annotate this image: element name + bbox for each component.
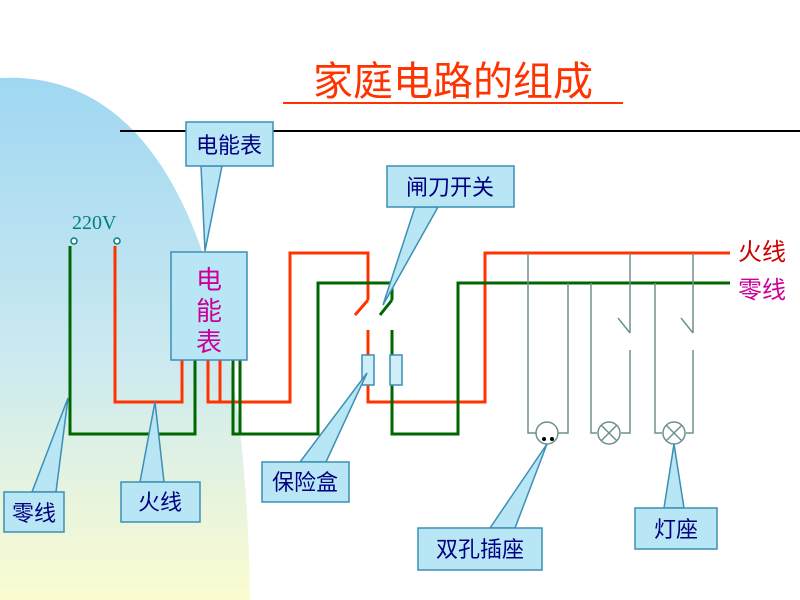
socket-callout-box <box>417 527 543 571</box>
socket-callout-label: 双孔插座 <box>436 538 524 563</box>
live-callout-label: 火线 <box>138 491 182 516</box>
socket-callout-pointer <box>488 443 548 529</box>
live-wire-end-label: 火线 <box>738 238 786 266</box>
live-input-wire <box>113 246 184 404</box>
switch-callout-pointer <box>382 206 440 306</box>
meter-callout-pointer <box>200 165 223 252</box>
socket-hole-left <box>542 437 546 441</box>
fuse-callout-pointer <box>298 372 368 463</box>
live-terminal <box>113 237 121 245</box>
lamp1-branch-neutral <box>590 283 597 434</box>
page-title: 家庭电路的组成 <box>313 59 593 105</box>
meter-box-char-1: 电 <box>196 266 222 296</box>
socket-hole-right <box>550 437 554 441</box>
meter-box-char-2: 能 <box>196 297 222 327</box>
supply-voltage-label: 220V <box>72 212 117 234</box>
neutral-wire-end-label: 零线 <box>738 276 786 304</box>
socket-branch-live <box>527 253 537 434</box>
switch-callout-label: 闸刀开关 <box>406 176 494 201</box>
socket-branch-neutral <box>557 283 569 434</box>
neutral-blade <box>378 299 394 316</box>
switch-callout-box <box>386 165 515 208</box>
live-callout-box <box>120 481 201 523</box>
lamp-callout-box <box>634 507 718 550</box>
live-meter-to-switch-wire <box>206 251 370 404</box>
meter-callout-label: 电能表 <box>196 134 262 159</box>
live-blade <box>353 299 370 316</box>
live-main-wire <box>366 251 730 404</box>
energy-meter-box <box>170 251 248 361</box>
neutral-main-wire <box>390 281 730 436</box>
lamp1-cross <box>600 424 618 442</box>
neutral-callout-label: 零线 <box>12 502 56 527</box>
socket-outlet <box>535 421 559 445</box>
lamp2-branch-neutral <box>654 283 662 434</box>
neutral-input-wire <box>68 246 197 436</box>
fuse-callout-label: 保险盒 <box>272 471 338 496</box>
neutral-terminal <box>70 237 78 245</box>
lamp2-branch-switch <box>680 253 694 434</box>
meter-callout-box <box>185 121 274 167</box>
lamp2-cross <box>665 424 683 442</box>
lamp-callout-pointer <box>663 443 685 509</box>
lamp1-branch-switch <box>617 253 631 434</box>
neutral-callout-box <box>3 491 65 533</box>
fuse-callout-box <box>261 461 350 503</box>
background-glow <box>0 77 250 600</box>
lamp-callout-label: 灯座 <box>654 518 698 543</box>
fuse-right <box>389 354 403 386</box>
meter-box-char-3: 表 <box>196 328 222 358</box>
